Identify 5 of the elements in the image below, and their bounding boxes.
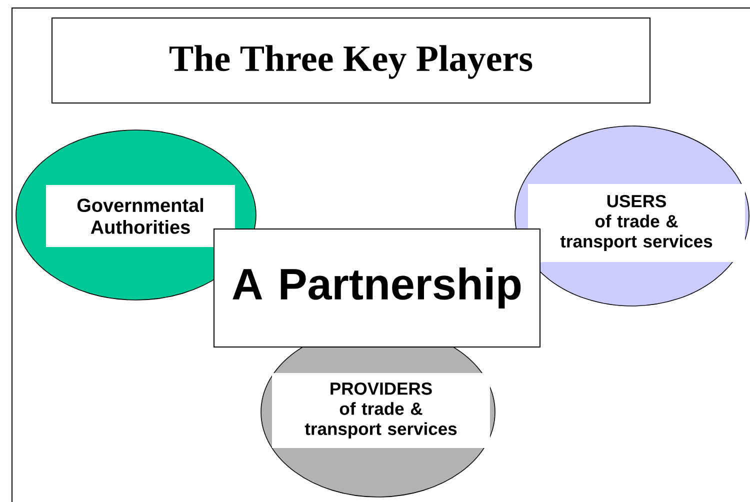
oval-label: Governmental Authorities: [46, 185, 235, 247]
title-box: The Three Key Players: [52, 18, 650, 104]
oval-label: PROVIDERS of trade & transport services: [272, 373, 490, 448]
oval-label: USERS of trade & transport services: [528, 184, 745, 262]
partnership-box: A Partnership: [214, 228, 540, 348]
